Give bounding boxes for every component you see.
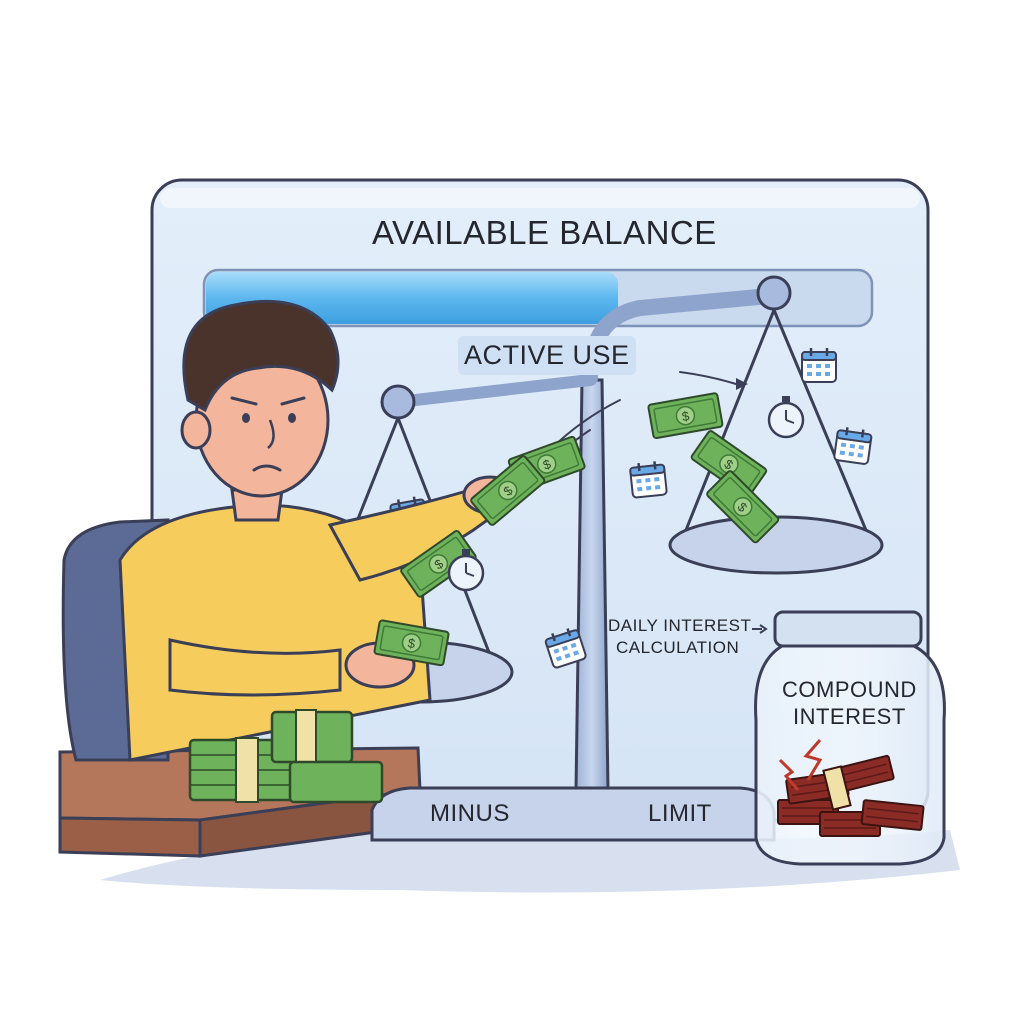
- active-use-label: ACTIVE USE: [458, 336, 636, 375]
- cash-stacks: [188, 709, 384, 804]
- daily-interest-line1: DAILY INTEREST: [608, 616, 752, 635]
- calendar-icon: [800, 346, 838, 384]
- compound-interest-label: COMPOUND INTEREST: [782, 676, 917, 730]
- available-balance-title: AVAILABLE BALANCE: [372, 214, 717, 251]
- minus-label: MINUS: [430, 800, 510, 827]
- jar-label-line1: COMPOUND: [782, 677, 917, 702]
- right-scale-pan: [668, 515, 884, 575]
- limit-label: LIMIT: [648, 800, 712, 827]
- jar-label-line2: INTEREST: [792, 704, 906, 729]
- interest-jar: [754, 610, 946, 866]
- daily-interest-line2: CALCULATION: [616, 638, 740, 657]
- daily-interest-note: DAILY INTEREST CALCULATION: [608, 615, 751, 659]
